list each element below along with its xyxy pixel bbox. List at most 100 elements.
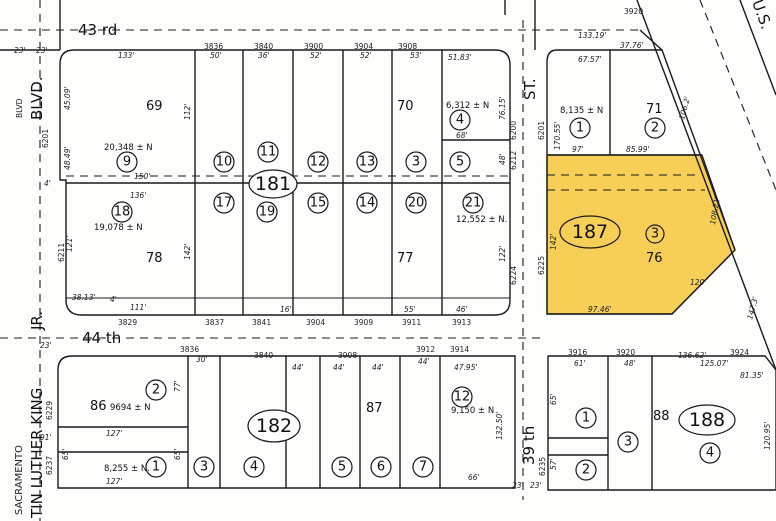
block-182-number: 182 xyxy=(256,415,292,437)
svg-text:23': 23' xyxy=(14,46,26,55)
svg-text:44': 44' xyxy=(418,357,430,366)
street-43rd: 43 rd xyxy=(78,21,117,39)
svg-text:23': 23' xyxy=(40,341,52,350)
svg-text:125.07': 125.07' xyxy=(700,359,728,368)
svg-text:19: 19 xyxy=(259,205,276,220)
svg-text:3904: 3904 xyxy=(354,42,373,51)
svg-text:37.76': 37.76' xyxy=(620,41,644,50)
svg-text:30': 30' xyxy=(196,355,208,364)
svg-text:3836: 3836 xyxy=(180,345,199,354)
svg-text:3829: 3829 xyxy=(118,318,137,327)
svg-text:4': 4' xyxy=(44,179,51,188)
svg-text:120.95': 120.95' xyxy=(763,422,772,450)
svg-text:53': 53' xyxy=(410,51,422,60)
svg-text:127': 127' xyxy=(106,429,122,438)
lot-70: 70 xyxy=(397,99,414,114)
svg-text:170.55': 170.55' xyxy=(553,122,562,150)
svg-text:3916: 3916 xyxy=(568,348,587,357)
svg-text:3900: 3900 xyxy=(304,42,323,51)
svg-text:14: 14 xyxy=(359,196,376,211)
svg-text:57': 57' xyxy=(549,458,558,470)
svg-text:3: 3 xyxy=(624,435,632,450)
svg-text:12: 12 xyxy=(454,390,471,405)
svg-text:12: 12 xyxy=(310,155,327,170)
parcels-block-188: 1 2 3 4 xyxy=(575,407,721,481)
svg-text:3909: 3909 xyxy=(354,318,373,327)
svg-text:46': 46' xyxy=(456,305,468,314)
block-181-outline xyxy=(59,49,511,316)
svg-text:3841: 3841 xyxy=(252,318,271,327)
svg-text:4: 4 xyxy=(706,446,714,461)
svg-text:6225: 6225 xyxy=(537,256,546,275)
svg-text:50': 50' xyxy=(210,51,222,60)
svg-text:112': 112' xyxy=(183,104,192,120)
svg-text:2: 2 xyxy=(651,121,659,136)
svg-text:3920: 3920 xyxy=(616,348,635,357)
svg-text:133.19': 133.19' xyxy=(578,31,606,40)
svg-text:36': 36' xyxy=(258,51,270,60)
svg-text:85.99': 85.99' xyxy=(626,145,650,154)
block-182-outline xyxy=(57,355,516,489)
block-188-outline xyxy=(547,355,776,491)
street-blvd: BLVD. xyxy=(28,76,46,120)
svg-text:44': 44' xyxy=(372,363,384,372)
svg-text:7: 7 xyxy=(419,460,427,475)
lot-86: 86 xyxy=(90,399,107,414)
svg-text:5: 5 xyxy=(456,155,464,170)
area-label: 8,255 ± N. xyxy=(104,464,150,474)
svg-text:77': 77' xyxy=(173,380,182,392)
svg-text:66': 66' xyxy=(468,473,480,482)
block-188-number: 188 xyxy=(689,409,725,431)
svg-text:120': 120' xyxy=(690,278,706,287)
street-st: ST. xyxy=(521,78,539,100)
svg-text:1: 1 xyxy=(152,460,160,475)
svg-text:65': 65' xyxy=(61,448,70,460)
svg-text:3914: 3914 xyxy=(450,345,469,354)
svg-text:6201: 6201 xyxy=(41,129,50,148)
svg-text:44': 44' xyxy=(292,363,304,372)
svg-text:3: 3 xyxy=(412,155,420,170)
svg-text:142': 142' xyxy=(549,234,558,250)
svg-text:68': 68' xyxy=(456,131,468,140)
svg-text:3924: 3924 xyxy=(730,348,749,357)
svg-text:52': 52' xyxy=(310,51,322,60)
svg-text:6212: 6212 xyxy=(509,151,518,170)
lot-87: 87 xyxy=(366,401,383,416)
block-188-label xyxy=(678,404,736,436)
area-label: 6,312 ± N xyxy=(446,101,489,111)
svg-text:61': 61' xyxy=(574,359,586,368)
svg-text:150': 150' xyxy=(134,172,150,181)
svg-text:23': 23' xyxy=(530,481,542,490)
svg-text:97': 97' xyxy=(572,145,584,154)
svg-text:1: 1 xyxy=(582,411,590,426)
highway-centerline xyxy=(699,0,776,191)
svg-text:121': 121' xyxy=(65,236,74,252)
svg-text:51.83': 51.83' xyxy=(448,53,472,62)
street-blvd-small: BLVD xyxy=(15,98,24,118)
svg-text:4: 4 xyxy=(250,460,258,475)
street-44th: 44 th xyxy=(82,329,121,347)
svg-text:48.49': 48.49' xyxy=(63,146,72,170)
svg-text:18: 18 xyxy=(114,205,131,220)
block-187-outline xyxy=(546,49,736,315)
svg-text:48': 48' xyxy=(624,359,636,368)
svg-text:3837: 3837 xyxy=(205,318,224,327)
svg-text:65': 65' xyxy=(549,393,558,405)
svg-text:9: 9 xyxy=(123,155,131,170)
svg-text:23': 23' xyxy=(36,46,48,55)
block-181-label xyxy=(248,169,298,199)
svg-text:3912: 3912 xyxy=(416,345,435,354)
svg-text:97.46': 97.46' xyxy=(588,305,612,314)
svg-text:3840: 3840 xyxy=(254,351,273,360)
svg-text:136': 136' xyxy=(130,191,146,200)
svg-text:122': 122' xyxy=(498,246,507,262)
svg-text:5: 5 xyxy=(338,460,346,475)
area-label: 12,552 ± N. xyxy=(456,215,507,225)
street-mlk: TIN LUTHER KING xyxy=(28,388,46,519)
area-label: 8,135 ± N xyxy=(560,106,603,116)
svg-text:48': 48' xyxy=(498,153,507,165)
svg-text:38.13': 38.13' xyxy=(72,293,96,302)
svg-text:133': 133' xyxy=(118,51,134,60)
svg-text:3908: 3908 xyxy=(398,42,417,51)
